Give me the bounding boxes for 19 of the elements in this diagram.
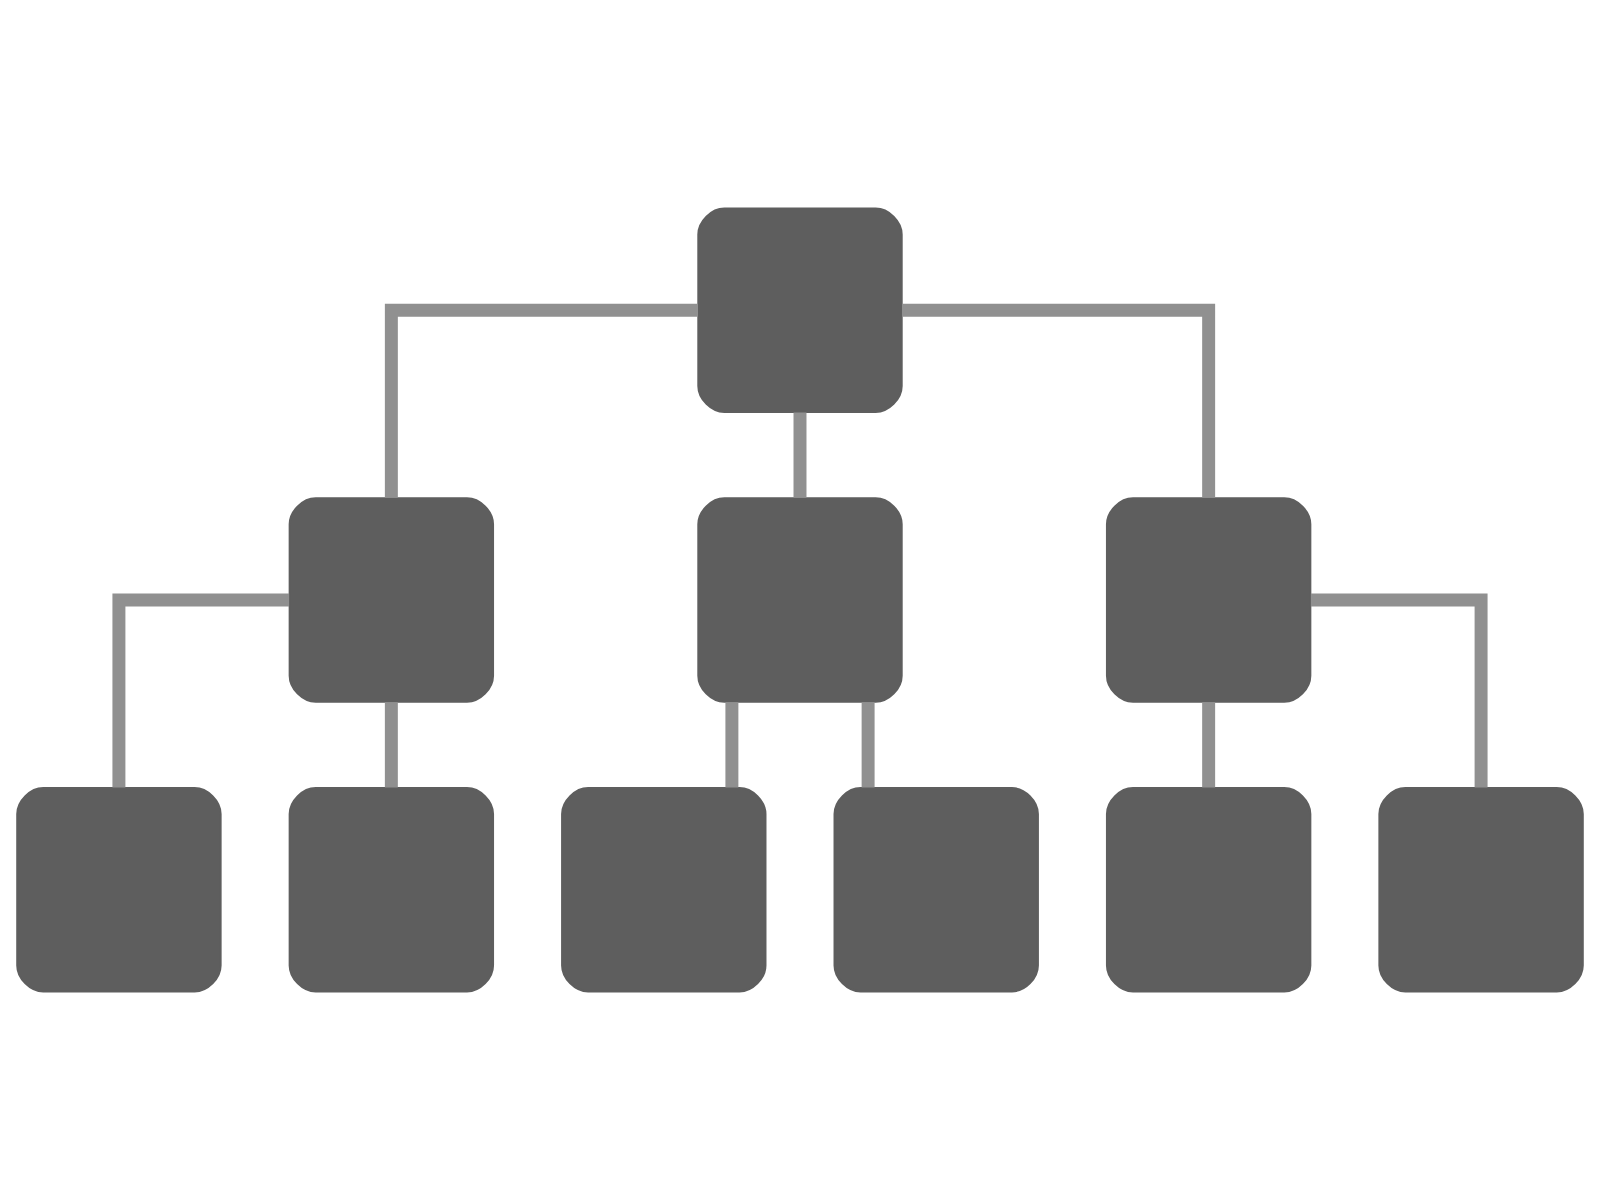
- connector: [793, 412, 807, 498]
- node-box: [833, 787, 1039, 993]
- node-box: [697, 497, 903, 703]
- connector: [902, 303, 1216, 498]
- node-box: [561, 787, 767, 993]
- node-box: [288, 787, 495, 993]
- node-box: [1378, 787, 1584, 993]
- node-box: [16, 787, 222, 993]
- node-box: [1105, 787, 1312, 993]
- node-box: [697, 207, 903, 413]
- connector: [112, 593, 290, 788]
- connector: [384, 303, 698, 498]
- connector: [1202, 702, 1216, 788]
- connector: [384, 702, 398, 788]
- node-box: [1105, 497, 1312, 703]
- connector: [861, 702, 875, 788]
- connector: [1310, 593, 1488, 788]
- connector: [725, 702, 739, 788]
- node-box: [288, 497, 495, 703]
